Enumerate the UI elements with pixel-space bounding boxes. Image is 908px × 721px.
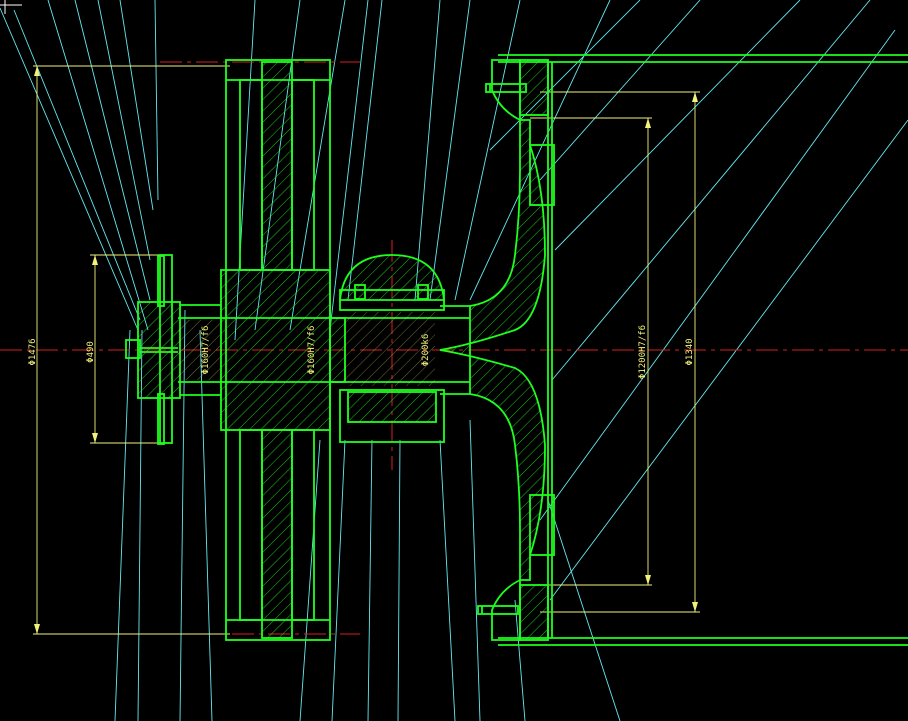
- dim-160-left: Φ160H7/f6: [201, 326, 211, 375]
- dimension-arrows: [34, 66, 698, 634]
- shaft-fit-hatch: [178, 312, 435, 386]
- machine-outline: [125, 54, 908, 646]
- dim-1476: Φ1476: [28, 338, 38, 365]
- dim-200: Φ200k6: [421, 334, 431, 367]
- dim-490: Φ490: [86, 341, 96, 363]
- dim-1200: Φ1200H7/f6: [638, 325, 648, 379]
- dimension-lines: [33, 65, 700, 635]
- cursor-crosshair: [0, 0, 22, 14]
- dim-1340: Φ1340: [685, 338, 695, 365]
- dim-160-right: Φ160H7/f6: [307, 326, 317, 375]
